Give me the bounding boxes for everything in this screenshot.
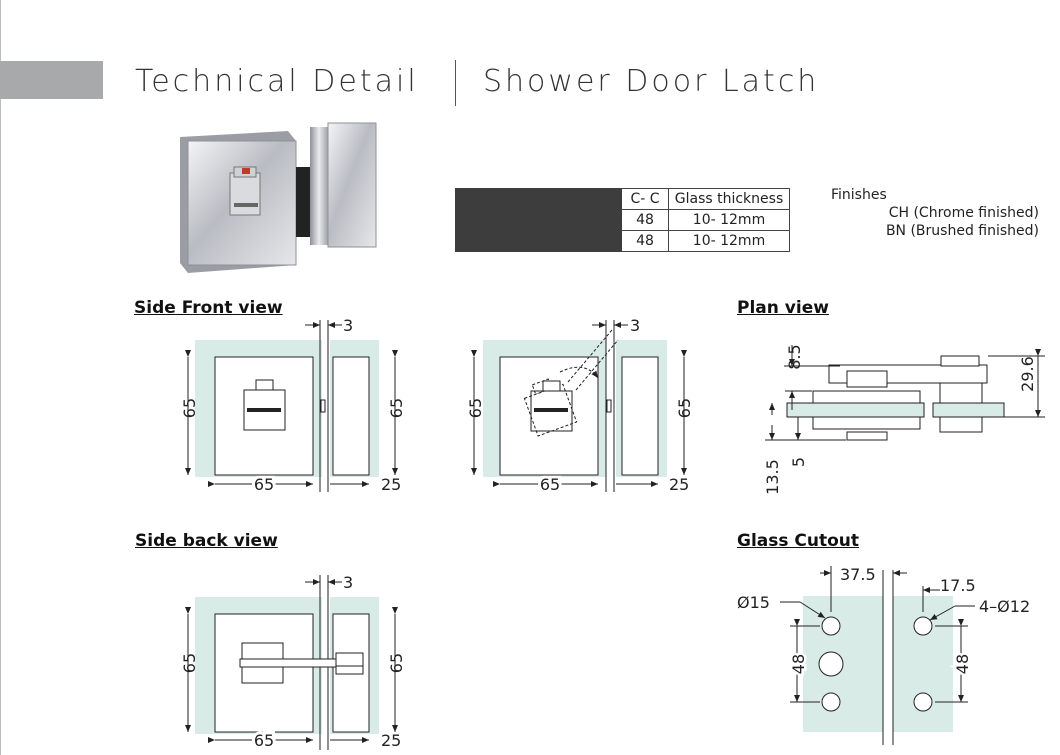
plan-view: [765, 345, 1045, 441]
dim-plan-glass-offset: 5: [789, 457, 808, 467]
dim-cutout-left: 37.5: [840, 565, 876, 584]
table-cell-glass: 10- 12mm: [668, 209, 790, 231]
side-front-view-1: [185, 320, 398, 492]
side-front-view-2: [471, 320, 687, 492]
page-title-product: Shower Door Latch: [483, 64, 820, 99]
dim-gap-2: 3: [630, 316, 640, 335]
dim-plan-bottom: 13.5: [763, 459, 782, 495]
spec-table: C- C Glass thickness 48 10- 12mm 48 10- …: [455, 188, 790, 252]
section-label-glass-cutout: Glass Cutout: [737, 531, 860, 551]
finish-item-chrome: CH (Chrome finished): [888, 205, 1039, 221]
table-row: C- C Glass thickness: [455, 188, 790, 210]
page-title-technical-detail: Technical Detail: [135, 64, 419, 99]
table-row: 48 10- 12mm: [455, 230, 790, 252]
dim-width-3: 65: [254, 731, 274, 750]
dim-hole-small: 4–Ø12: [979, 597, 1030, 616]
header-grey-tab: [0, 61, 103, 99]
dim-height-3b: 65: [387, 653, 406, 673]
dim-gap-3: 3: [343, 573, 353, 592]
glass-cutout-view: [780, 566, 975, 745]
dim-height-1b: 65: [387, 398, 406, 418]
dim-height-2a: 65: [466, 398, 485, 418]
table-cell-dark: [455, 209, 622, 231]
product-photo: [180, 122, 377, 273]
dim-gap-1: 3: [343, 316, 353, 335]
section-label-side-front: Side Front view: [134, 298, 283, 318]
table-header-cc: C- C: [621, 188, 669, 210]
dim-plan-top: 8.5: [785, 344, 804, 369]
dim-plan-total: 29.6: [1018, 356, 1037, 392]
finish-item-brushed: BN (Brushed finished): [885, 223, 1039, 239]
table-row: 48 10- 12mm: [455, 209, 790, 231]
dim-hole-spacing-right: 48: [953, 654, 972, 674]
dim-height-2b: 65: [675, 398, 694, 418]
dim-side-width-3: 25: [381, 731, 401, 750]
table-cell-glass: 10- 12mm: [668, 230, 790, 252]
dim-side-width-2: 25: [669, 475, 689, 494]
table-header-glass-thickness: Glass thickness: [668, 188, 790, 210]
dim-side-width-1: 25: [381, 475, 401, 494]
title-separator: [455, 60, 456, 106]
dim-height-3a: 65: [180, 653, 199, 673]
finishes-block: Finishes CH (Chrome finished) BN (Brushe…: [831, 186, 1039, 240]
dim-hole-large: Ø15: [737, 593, 770, 612]
section-label-side-back: Side back view: [135, 531, 278, 551]
dim-hole-spacing-left: 48: [789, 654, 808, 674]
dim-height-1a: 65: [180, 398, 199, 418]
section-label-plan: Plan view: [737, 298, 829, 318]
side-back-view: [185, 575, 398, 750]
page-edge-line: [0, 0, 1, 755]
dim-width-2: 65: [540, 475, 560, 494]
dim-cutout-right: 17.5: [940, 576, 976, 595]
finishes-title: Finishes: [831, 187, 887, 203]
table-cell-dark: [455, 188, 622, 210]
dim-width-1: 65: [254, 475, 274, 494]
